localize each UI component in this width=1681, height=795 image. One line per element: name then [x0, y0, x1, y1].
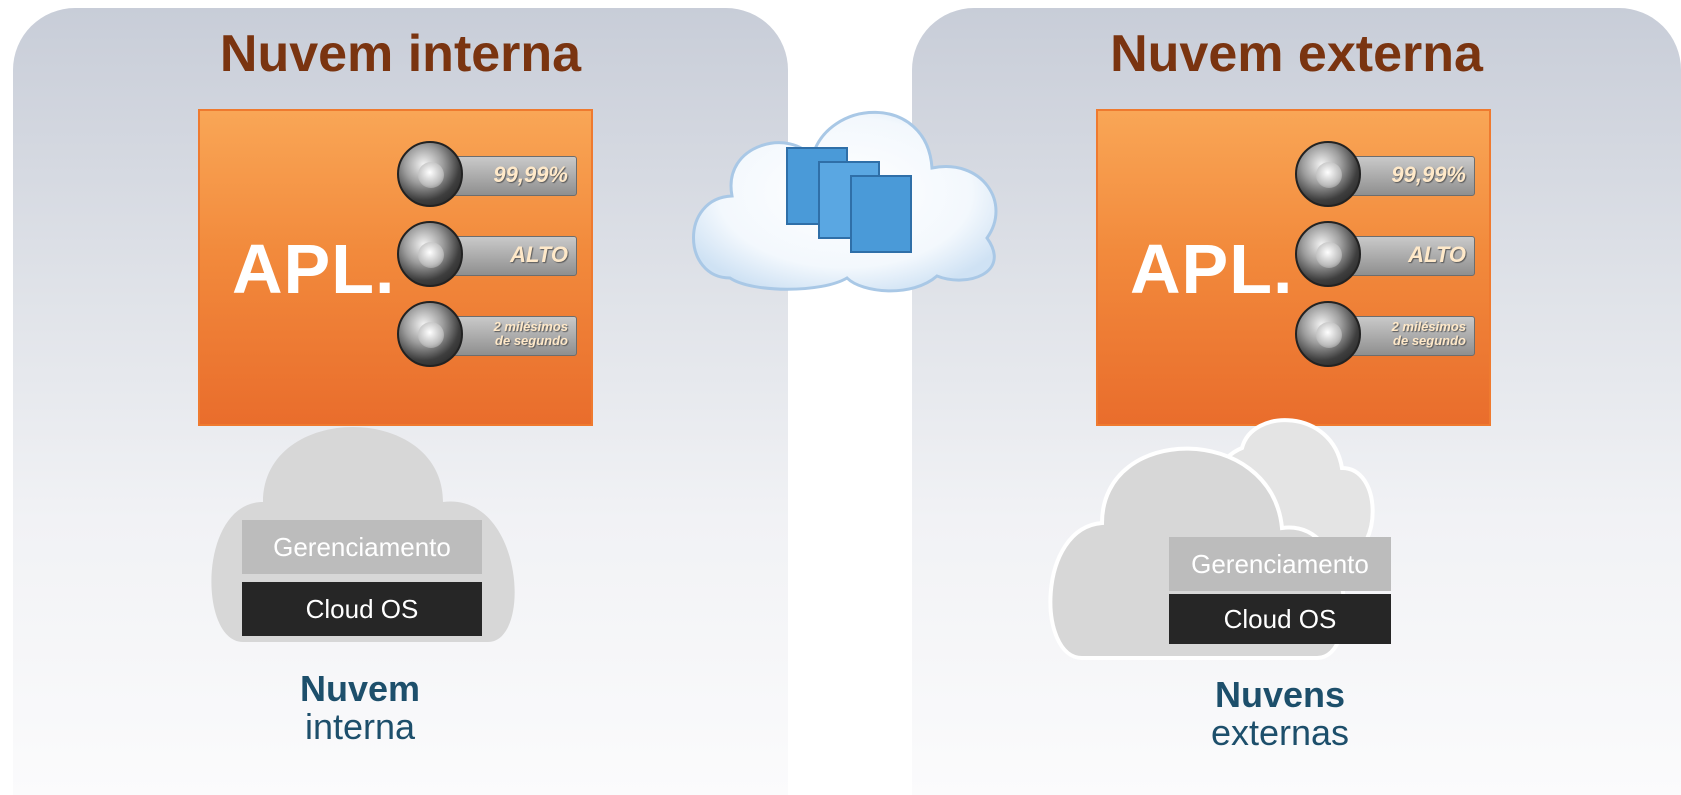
application-box: APL. 99,99% ALTO 2 milésimos de segundo — [1096, 109, 1491, 426]
performance-gauge: ALTO — [1295, 221, 1475, 289]
performance-value: ALTO — [1408, 242, 1466, 267]
cloud-os-layer: Cloud OS — [1169, 594, 1391, 644]
panel-title: Nuvem interna — [219, 25, 582, 83]
documents-icon — [786, 147, 912, 253]
gauge-icon — [1295, 141, 1361, 207]
cloud-os-layer: Cloud OS — [242, 582, 482, 636]
gauge-icon — [397, 301, 463, 367]
availability-value: 99,99% — [1391, 162, 1466, 187]
management-layer: Gerenciamento — [242, 520, 482, 574]
availability-gauge: 99,99% — [397, 141, 577, 209]
panel-title: Nuvem externa — [1110, 25, 1483, 83]
caption-bold: Nuvem — [299, 668, 421, 709]
latency-value: 2 milésimos de segundo — [1391, 319, 1466, 348]
performance-gauge: ALTO — [397, 221, 577, 289]
caption-normal: externas — [1210, 712, 1350, 753]
availability-value: 99,99% — [493, 162, 568, 187]
panel-caption: Nuvem interna — [210, 670, 510, 746]
gauge-icon — [1295, 301, 1361, 367]
panel-caption: Nuvens externas — [1130, 676, 1430, 752]
external-cloud-panel: Nuvem externa APL. 99,99% ALTO 2 milésim… — [912, 8, 1681, 795]
management-layer: Gerenciamento — [1169, 537, 1391, 591]
app-label: APL. — [232, 230, 396, 308]
gauge-icon — [397, 141, 463, 207]
gauge-icon — [397, 221, 463, 287]
availability-gauge: 99,99% — [1295, 141, 1475, 209]
caption-normal: interna — [304, 706, 416, 747]
application-box: APL. 99,99% ALTO 2 milésimos de segundo — [198, 109, 593, 426]
internal-cloud-panel: Nuvem interna APL. 99,99% ALTO 2 milésim… — [13, 8, 788, 795]
app-label: APL. — [1130, 230, 1294, 308]
latency-value: 2 milésimos de segundo — [493, 319, 568, 348]
caption-bold: Nuvens — [1214, 674, 1346, 715]
latency-gauge: 2 milésimos de segundo — [397, 301, 577, 369]
performance-value: ALTO — [510, 242, 568, 267]
latency-gauge: 2 milésimos de segundo — [1295, 301, 1475, 369]
gauge-icon — [1295, 221, 1361, 287]
